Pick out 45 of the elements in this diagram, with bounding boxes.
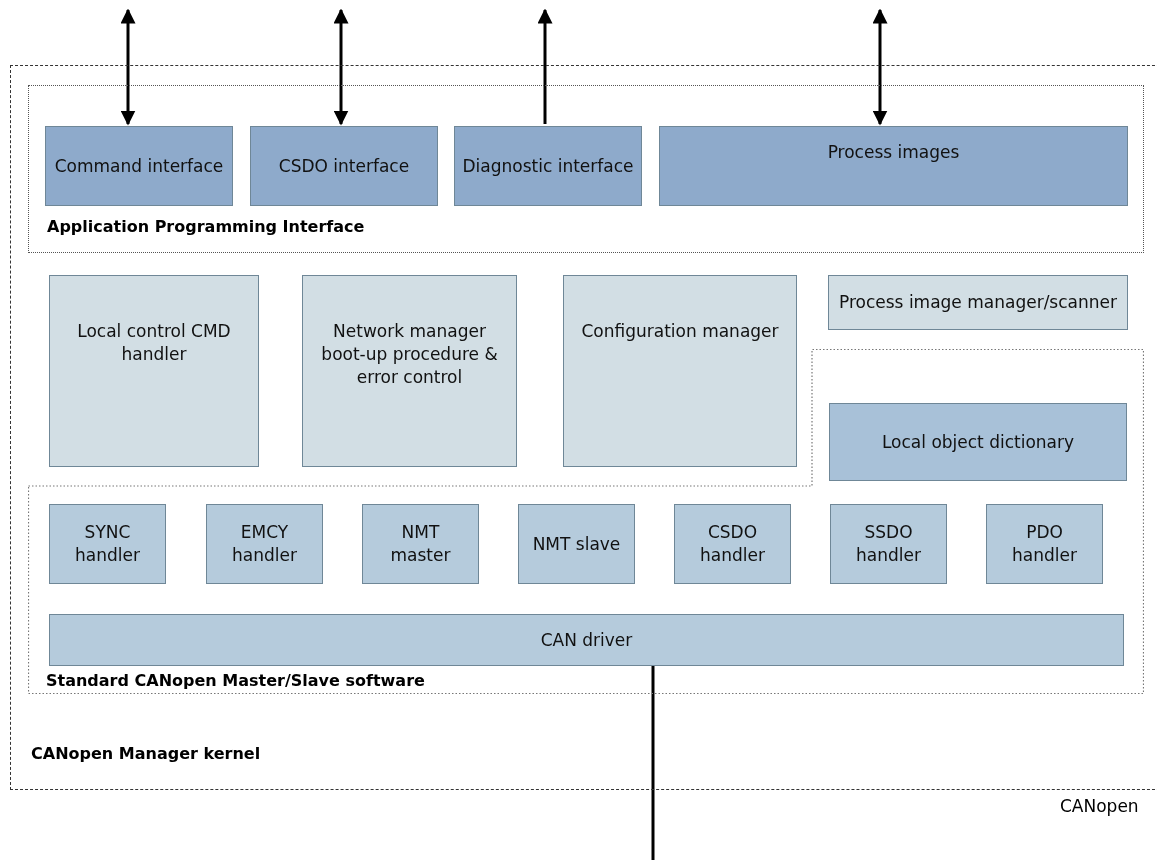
module-label: Local control CMD handler	[76, 320, 232, 366]
module-box	[454, 126, 642, 206]
kernel-frame	[10, 65, 1157, 790]
module-label: CSDO handler	[699, 521, 766, 567]
module-label: CSDO interface	[278, 154, 410, 178]
module-box	[45, 126, 233, 206]
module-box	[674, 504, 791, 584]
module-label: PDO handler	[1011, 521, 1078, 567]
layer-frame	[28, 85, 1144, 253]
module-label: Command interface	[54, 154, 224, 178]
layer-title: CANopen Manager kernel	[31, 744, 261, 763]
module-box	[206, 504, 323, 584]
module-label: CAN driver	[540, 628, 633, 652]
layer-title: Standard CANopen Master/Slave software	[46, 671, 425, 690]
module-box	[302, 275, 517, 467]
module-box	[659, 126, 1128, 206]
module-box	[986, 504, 1103, 584]
module-box	[49, 504, 166, 584]
module-box	[49, 614, 1124, 666]
module-label: Process images	[827, 141, 960, 164]
bus-label: CANopen	[1060, 796, 1139, 816]
module-label: Network manager boot-up procedure & error control	[320, 320, 499, 389]
arrow	[120, 8, 136, 126]
module-box	[829, 403, 1127, 481]
module-box	[362, 504, 479, 584]
module-label: SYNC handler	[74, 521, 141, 567]
connection-line	[651, 665, 655, 860]
module-box	[830, 504, 947, 584]
module-box	[828, 275, 1128, 330]
arrow	[537, 8, 553, 124]
module-label: NMT master	[389, 521, 452, 567]
module-label: Local object dictionary	[881, 430, 1075, 454]
module-label: Process image manager/scanner	[839, 291, 1117, 314]
arrow	[333, 8, 349, 126]
module-box	[563, 275, 797, 467]
layer-title: Application Programming Interface	[47, 217, 365, 236]
module-label: Diagnostic interface	[462, 154, 634, 178]
module-label: EMCY handler	[231, 521, 298, 567]
module-box	[250, 126, 438, 206]
module-box	[49, 275, 259, 467]
module-label: SSDO handler	[855, 521, 922, 567]
module-label: NMT slave	[532, 532, 621, 556]
module-box	[518, 504, 635, 584]
module-label: Configuration manager	[581, 320, 779, 343]
arrow	[872, 8, 888, 126]
